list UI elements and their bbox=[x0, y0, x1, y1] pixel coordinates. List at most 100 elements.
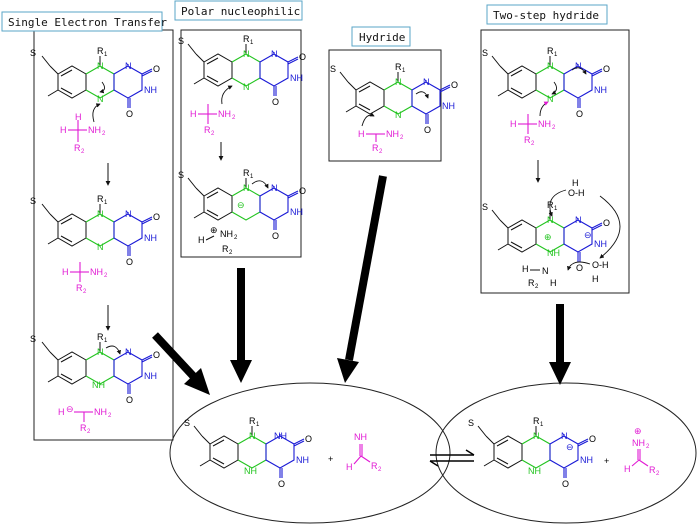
svg-text:1: 1 bbox=[104, 338, 108, 344]
svg-text:Single Electron Transfer: Single Electron Transfer bbox=[8, 16, 167, 29]
svg-text:H: H bbox=[190, 109, 197, 119]
svg-text:N: N bbox=[533, 431, 540, 441]
svg-text:N: N bbox=[249, 431, 256, 441]
svg-text:H: H bbox=[592, 274, 599, 284]
svg-text:O-H: O-H bbox=[592, 260, 609, 270]
svg-text:S: S bbox=[30, 334, 36, 344]
svg-text:1: 1 bbox=[104, 200, 108, 206]
svg-text:O: O bbox=[576, 263, 583, 273]
big-arrow-polar bbox=[230, 268, 252, 383]
svg-text:N: N bbox=[542, 266, 549, 276]
svg-text:H: H bbox=[550, 278, 557, 288]
svg-text:N: N bbox=[97, 61, 104, 71]
svg-text:2: 2 bbox=[535, 284, 539, 290]
svg-text:N: N bbox=[97, 347, 104, 357]
svg-text:O: O bbox=[299, 186, 306, 196]
svg-text:H: H bbox=[510, 119, 517, 129]
title-hydride: Hydride bbox=[351, 26, 411, 47]
svg-text:2: 2 bbox=[211, 131, 215, 137]
svg-text:H: H bbox=[62, 267, 69, 277]
svg-text:N: N bbox=[125, 209, 132, 219]
svg-text:NH: NH bbox=[594, 239, 607, 249]
svg-text:S: S bbox=[178, 36, 184, 46]
svg-text:1: 1 bbox=[250, 40, 254, 46]
svg-text:O: O bbox=[278, 479, 285, 489]
svg-text:S: S bbox=[482, 202, 488, 212]
svg-text:R: R bbox=[97, 332, 104, 342]
svg-text:N: N bbox=[97, 242, 104, 252]
svg-text:R: R bbox=[74, 143, 81, 153]
svg-text:H: H bbox=[624, 464, 631, 474]
svg-text:N: N bbox=[243, 183, 250, 193]
svg-text:2: 2 bbox=[646, 444, 650, 450]
svg-text:R: R bbox=[80, 423, 87, 433]
svg-text:1: 1 bbox=[402, 68, 406, 74]
svg-text:NH: NH bbox=[296, 455, 309, 465]
svg-text:NH: NH bbox=[92, 380, 105, 390]
big-arrow-hydride bbox=[337, 175, 387, 383]
svg-text:O: O bbox=[305, 434, 312, 444]
svg-text:N: N bbox=[97, 209, 104, 219]
svg-text:O: O bbox=[126, 109, 133, 119]
svg-text:NH: NH bbox=[290, 73, 303, 83]
svg-text:R: R bbox=[547, 46, 554, 56]
svg-text:NH: NH bbox=[538, 119, 551, 129]
svg-text:S: S bbox=[330, 64, 336, 74]
svg-text:2: 2 bbox=[104, 273, 108, 279]
svg-text:S: S bbox=[482, 48, 488, 58]
svg-text:N: N bbox=[97, 94, 104, 104]
svg-text:H: H bbox=[198, 235, 205, 245]
big-arrow-set bbox=[152, 332, 210, 395]
svg-text:NH: NH bbox=[528, 466, 541, 476]
svg-text:NH: NH bbox=[354, 432, 367, 442]
svg-text:O: O bbox=[153, 350, 160, 360]
svg-text:NH: NH bbox=[94, 407, 107, 417]
svg-text:N: N bbox=[395, 110, 402, 120]
svg-text:2: 2 bbox=[379, 149, 383, 155]
svg-text:H: H bbox=[75, 112, 82, 122]
svg-text:Two-step hydride: Two-step hydride bbox=[493, 9, 599, 22]
svg-text:Polar nucleophilic: Polar nucleophilic bbox=[181, 5, 300, 18]
svg-text:R: R bbox=[533, 416, 540, 426]
svg-text:1: 1 bbox=[540, 422, 544, 428]
svg-text:N: N bbox=[243, 49, 250, 59]
svg-text:R: R bbox=[547, 200, 554, 210]
svg-text:R: R bbox=[97, 46, 104, 56]
svg-text:2: 2 bbox=[234, 235, 238, 241]
title-polar-nucleophilic: Polar nucleophilic bbox=[174, 0, 303, 21]
svg-text:R: R bbox=[204, 125, 211, 135]
svg-text:2: 2 bbox=[81, 149, 85, 155]
svg-text:Hydride: Hydride bbox=[359, 31, 405, 44]
svg-text:⊖: ⊖ bbox=[584, 230, 592, 240]
svg-text:H: H bbox=[60, 125, 67, 135]
svg-text:⊖: ⊖ bbox=[66, 404, 74, 414]
svg-text:N: N bbox=[271, 49, 278, 59]
svg-text:R: R bbox=[249, 416, 256, 426]
svg-text:NH: NH bbox=[580, 455, 593, 465]
svg-text:O: O bbox=[153, 64, 160, 74]
svg-text:R: R bbox=[372, 143, 379, 153]
equilibrium-arrow bbox=[429, 449, 475, 467]
svg-text:R: R bbox=[395, 62, 402, 72]
svg-text:N: N bbox=[271, 183, 278, 193]
svg-text:⊕: ⊕ bbox=[634, 426, 642, 436]
svg-text:N: N bbox=[561, 431, 568, 441]
svg-text:O: O bbox=[424, 125, 431, 135]
svg-text:NH: NH bbox=[244, 466, 257, 476]
svg-text:S: S bbox=[30, 196, 36, 206]
